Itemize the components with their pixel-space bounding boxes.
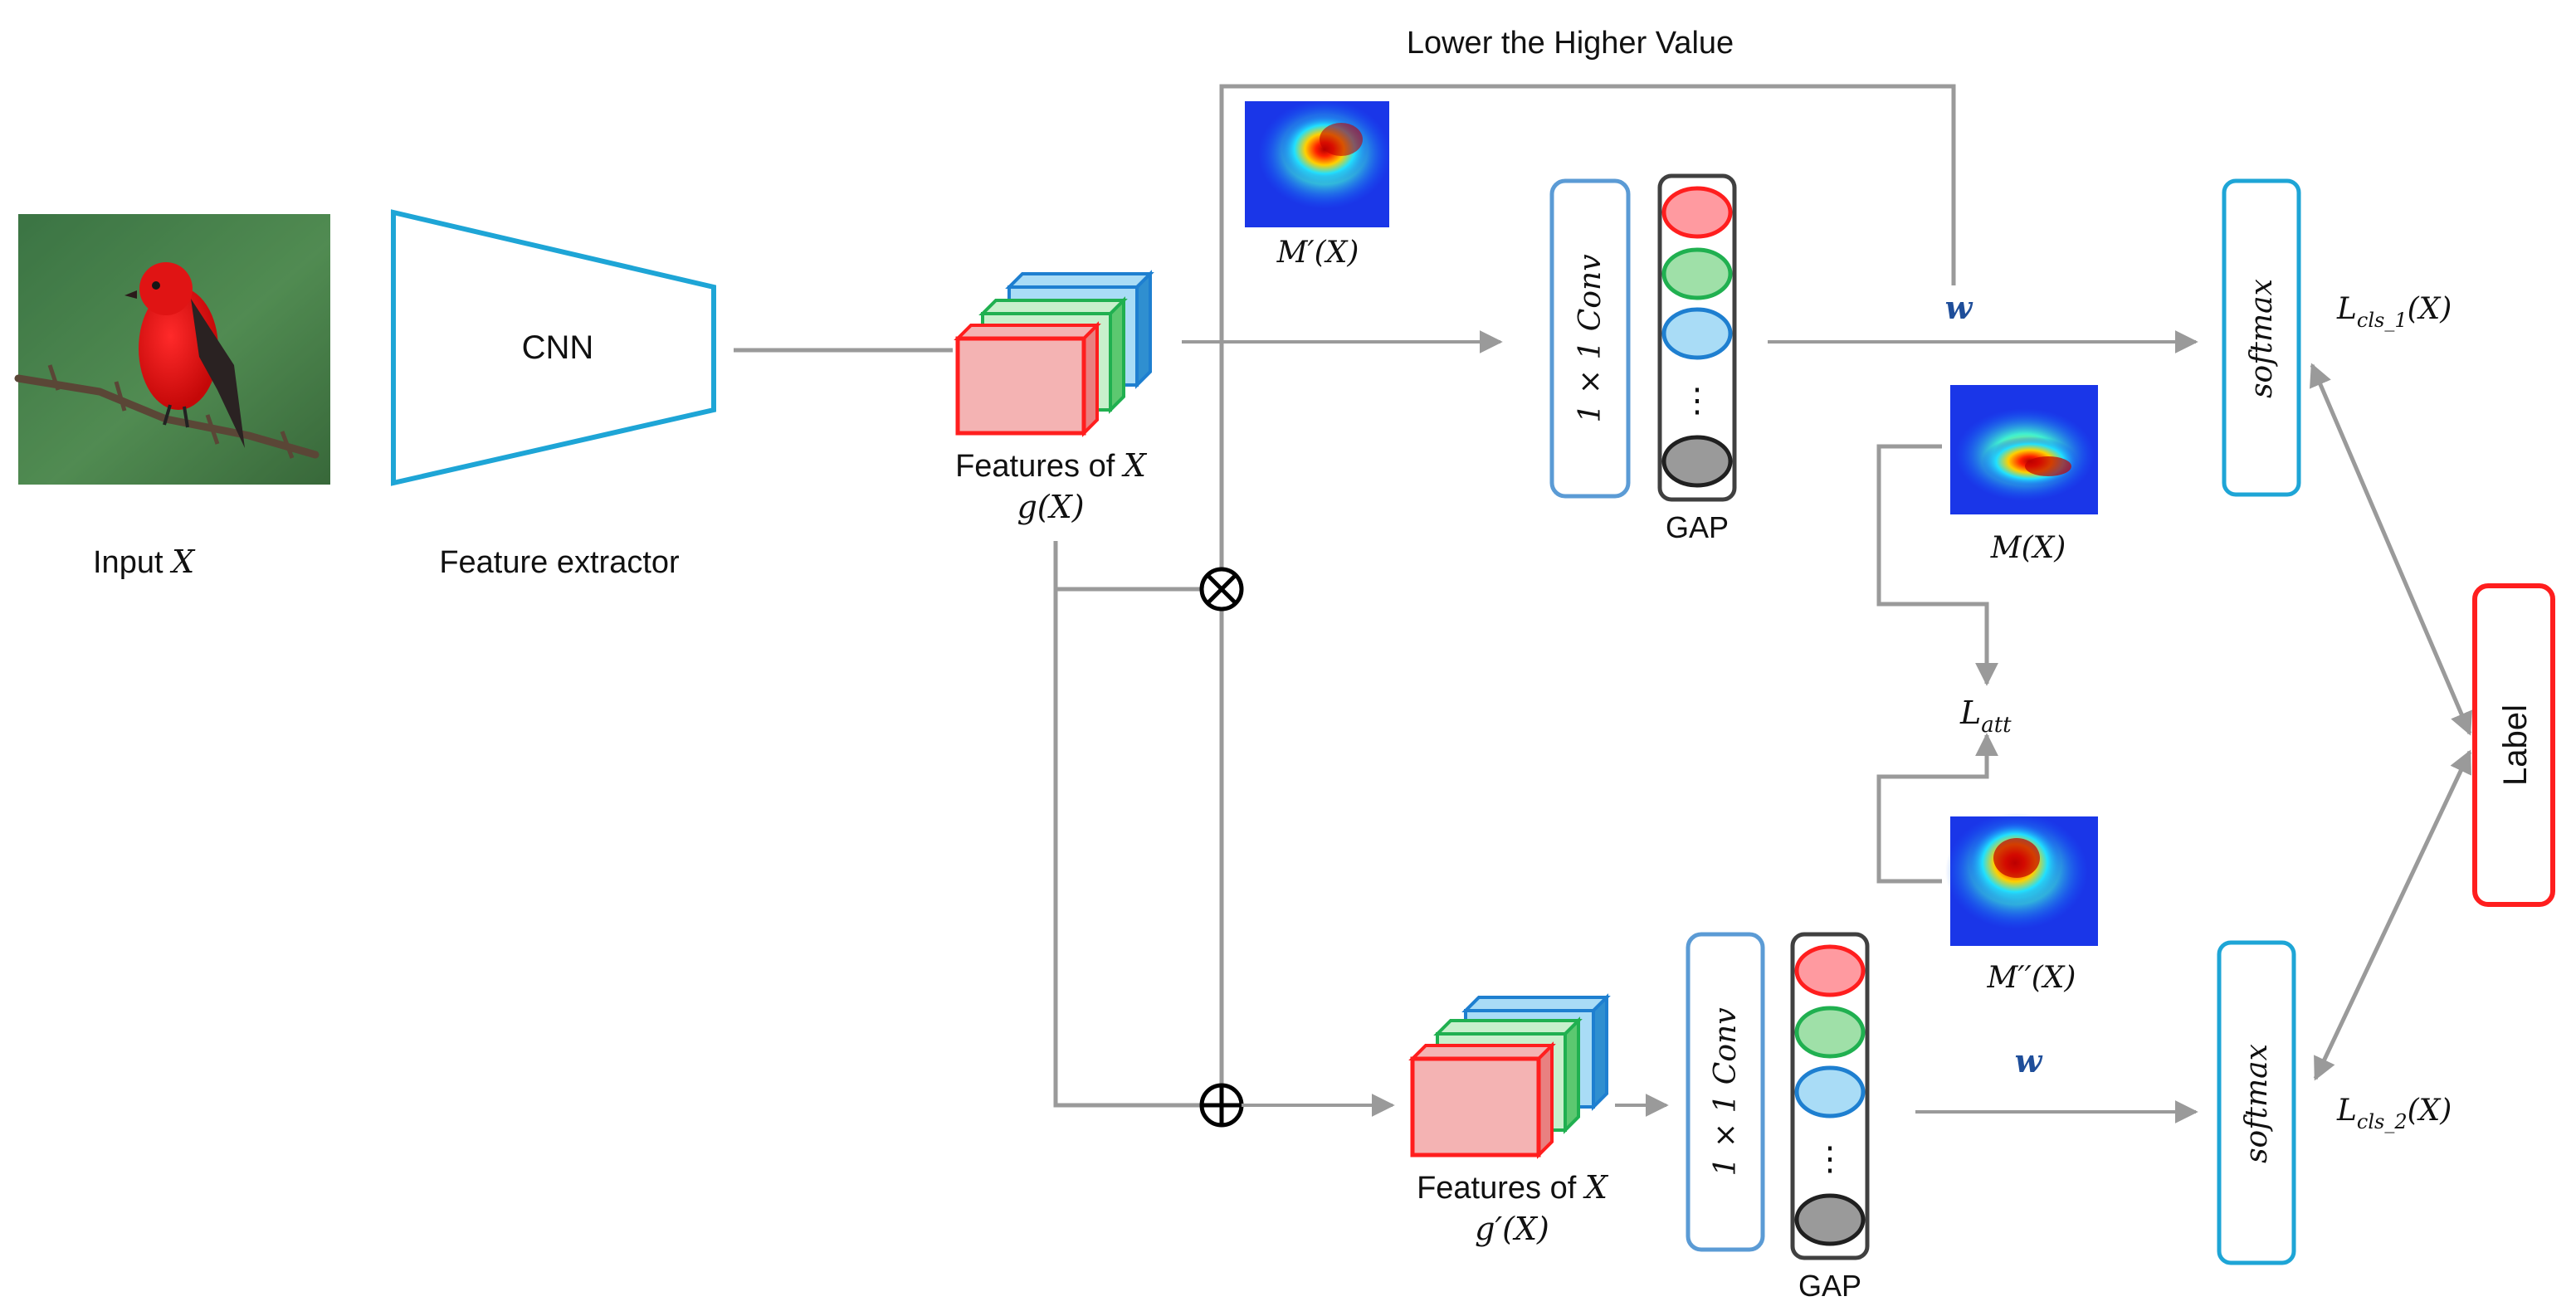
features-bottom-label: Features of X <box>1417 1169 1609 1206</box>
m-double-prime-heatmap <box>1945 813 2098 946</box>
gap-bottom-gray-cell <box>1794 1193 1866 1246</box>
conv-bottom-block <box>1686 932 1765 1252</box>
l-att-label: Latt <box>1959 694 2012 738</box>
lower-higher-value-label: Lower the Higher Value <box>1407 26 1734 61</box>
gap-bottom-label: GAP <box>1798 1269 1861 1303</box>
conv-bottom-label: 1 × 1 Conv <box>1709 1007 1743 1176</box>
gap-top-dots: ⋮ <box>1681 383 1714 419</box>
lower-higher-value-loop <box>1219 84 1956 589</box>
features-bottom-stack <box>1408 993 1611 1159</box>
softmax-top-to-label-arrow <box>2310 363 2472 736</box>
gap-bottom-green-cell <box>1794 1006 1866 1059</box>
input-image <box>14 214 330 485</box>
features-top-label: Features of X <box>955 447 1148 484</box>
conv-top-label: 1 × 1 Conv <box>1573 254 1608 422</box>
feature-extractor-label: Feature extractor <box>439 545 680 580</box>
loss-cls2-label: Lcls_2(X) <box>2336 1094 2452 1133</box>
cnn-block <box>391 209 716 486</box>
w-top-label: w <box>1945 289 1973 326</box>
softmax-bottom-label: softmax <box>2240 1044 2274 1163</box>
gap-bottom-dots: ⋮ <box>1813 1141 1847 1177</box>
conv-top-block <box>1549 178 1631 499</box>
softmax-bottom-to-label-arrow <box>2313 749 2472 1081</box>
softmax-top-block <box>2222 178 2301 497</box>
gap-bottom-blue-cell <box>1794 1065 1866 1118</box>
gap-bottom-red-cell <box>1794 944 1866 997</box>
bird-photo <box>124 262 245 448</box>
oplus-icon <box>1199 1083 1244 1128</box>
gap-top-gray-cell <box>1661 435 1733 488</box>
softmax-bottom-block <box>2217 940 2296 1265</box>
softmax-top-label: softmax <box>2245 279 2279 398</box>
cnn-label: CNN <box>522 329 594 366</box>
m-heatmap <box>1950 385 2098 514</box>
label-block-text: Label <box>2497 704 2534 786</box>
m-prime-heatmap <box>1245 100 1391 227</box>
g-prime-x-label: g′(X) <box>1475 1211 1549 1247</box>
m-to-latt-arrow <box>1876 444 1998 686</box>
otimes-icon <box>1199 567 1244 612</box>
gap-top-label: GAP <box>1666 510 1729 544</box>
g-x-down-line <box>1053 541 1202 1108</box>
g-x-label: g(X) <box>1017 489 1084 525</box>
gap-top-blue-cell <box>1661 307 1733 360</box>
features-top-stack <box>954 270 1154 437</box>
w-bottom-label: w <box>2015 1042 2043 1080</box>
m-x-label: M(X) <box>1990 531 2066 565</box>
gap-top-red-cell <box>1661 186 1733 239</box>
m-double-prime-x-label: M′′(X) <box>1987 961 2076 995</box>
input-label: Input X <box>93 543 196 580</box>
label-block <box>2472 583 2555 907</box>
loss-cls1-label: Lcls_1(X) <box>2336 292 2452 332</box>
m-prime-x-label: M′(X) <box>1276 236 1359 270</box>
m-double-prime-to-latt-arrow <box>1876 733 1998 884</box>
gap-top-green-cell <box>1661 247 1733 300</box>
